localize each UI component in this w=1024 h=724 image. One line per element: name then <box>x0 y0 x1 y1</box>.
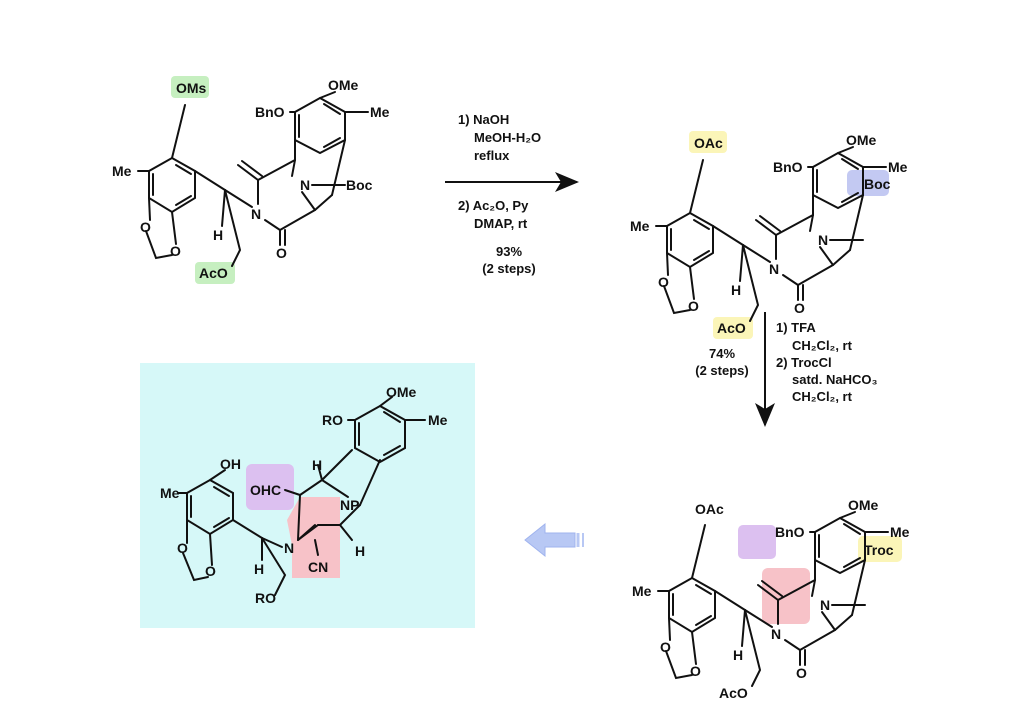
me-label: Me <box>632 583 652 599</box>
compound-1-skeleton <box>137 91 369 267</box>
np-label: NP <box>340 497 359 513</box>
boc-label: Boc <box>864 176 891 192</box>
h-label: H <box>254 561 264 577</box>
me-label: Me <box>428 412 448 428</box>
ome-label: OMe <box>848 497 879 513</box>
reagent-line: 1) TFA <box>776 320 816 335</box>
target-bonds <box>177 396 426 596</box>
steps-label: (2 steps) <box>482 261 535 276</box>
ro-label: RO <box>255 590 276 606</box>
boc-label: Boc <box>346 177 373 193</box>
o-label: O <box>658 274 669 290</box>
o-label: O <box>796 665 807 681</box>
yield-label: 74% <box>709 346 735 361</box>
n-label: N <box>769 261 779 277</box>
me-label: Me <box>890 524 910 540</box>
bno-label: BnO <box>255 104 285 120</box>
step-1: 1) NaOH MeOH-H₂O reflux 2) Ac₂O, Py DMAP… <box>445 112 579 276</box>
cn-label: CN <box>308 559 328 575</box>
reagent-line: CH₂Cl₂, rt <box>792 389 853 404</box>
step-2: 74% (2 steps) 1) TFA CH₂Cl₂, rt 2) TrocC… <box>695 312 877 427</box>
n-label: N <box>284 540 294 556</box>
ome-label: OMe <box>328 77 359 93</box>
aco-label: AcO <box>199 265 228 281</box>
ome-label: OMe <box>386 384 417 400</box>
oms-highlight <box>171 76 209 98</box>
reagent-line: reflux <box>474 148 510 163</box>
me-label: Me <box>630 218 650 234</box>
aco-highlight <box>713 317 753 339</box>
n-label: N <box>251 206 261 222</box>
troc-label: Troc <box>864 542 894 558</box>
reagent-line: 2) TrocCl <box>776 355 832 370</box>
me-label: Me <box>160 485 180 501</box>
ohc-label: OHC <box>250 482 281 498</box>
n-label: N <box>820 597 830 613</box>
bno-label: BnO <box>773 159 803 175</box>
n-label: N <box>818 232 828 248</box>
aldehyde-highlight <box>246 464 294 510</box>
me-label: Me <box>112 163 132 179</box>
reagent-line: 2) Ac₂O, Py <box>458 198 529 213</box>
compound-3: OAc Me O O H AcO N O BnO OMe Me N Troc <box>632 497 910 701</box>
boc-highlight <box>847 170 889 196</box>
troc-highlight <box>858 536 902 562</box>
oac-label: OAc <box>695 501 724 517</box>
me-label: Me <box>370 104 390 120</box>
aco-label: AcO <box>719 685 748 701</box>
aco-highlight <box>195 262 235 284</box>
reagent-line: CH₂Cl₂, rt <box>792 338 853 353</box>
h-label: H <box>355 543 365 559</box>
reagent-line: 1) NaOH <box>458 112 509 127</box>
compound-1: OMs Me O O H AcO N O BnO OMe Me N Boc <box>112 76 390 284</box>
o-label: O <box>177 540 188 556</box>
steps-label: (2 steps) <box>695 363 748 378</box>
yield-label: 93% <box>496 244 522 259</box>
o-label: O <box>205 563 216 579</box>
oac-highlight <box>689 131 727 153</box>
h-label: H <box>312 457 322 473</box>
oms-label: OMs <box>176 80 207 96</box>
o-label: O <box>690 663 701 679</box>
o-label: O <box>660 639 671 655</box>
o-label: O <box>170 243 181 259</box>
oh-label: OH <box>220 456 241 472</box>
target-box <box>140 363 475 628</box>
me-label: Me <box>888 159 908 175</box>
ro-label: RO <box>322 412 343 428</box>
aminonitrile-highlight <box>287 497 340 578</box>
h-label: H <box>213 227 223 243</box>
o-label: O <box>688 298 699 314</box>
h-label: H <box>733 647 743 663</box>
target-compound: OH Me O O H RO OHC H N NP H CN RO OMe Me <box>140 363 475 628</box>
oac-label: OAc <box>694 135 723 151</box>
reagent-line: MeOH-H₂O <box>474 130 541 145</box>
reagent-line: satd. NaHCO₃ <box>792 372 877 387</box>
compound-2: OAc Me O O H AcO N O BnO OMe Me N Boc <box>630 131 908 339</box>
ome-label: OMe <box>846 132 877 148</box>
o-label: O <box>276 245 287 261</box>
o-label: O <box>794 300 805 316</box>
n-label: N <box>771 626 781 642</box>
aco-label: AcO <box>717 320 746 336</box>
retrosynthesis-arrow <box>524 522 584 558</box>
h-label: H <box>731 282 741 298</box>
o-label: O <box>140 219 151 235</box>
n-label: N <box>300 177 310 193</box>
bno-label: BnO <box>775 524 805 540</box>
reagent-line: DMAP, rt <box>474 216 528 231</box>
methylene-highlight <box>738 525 776 559</box>
